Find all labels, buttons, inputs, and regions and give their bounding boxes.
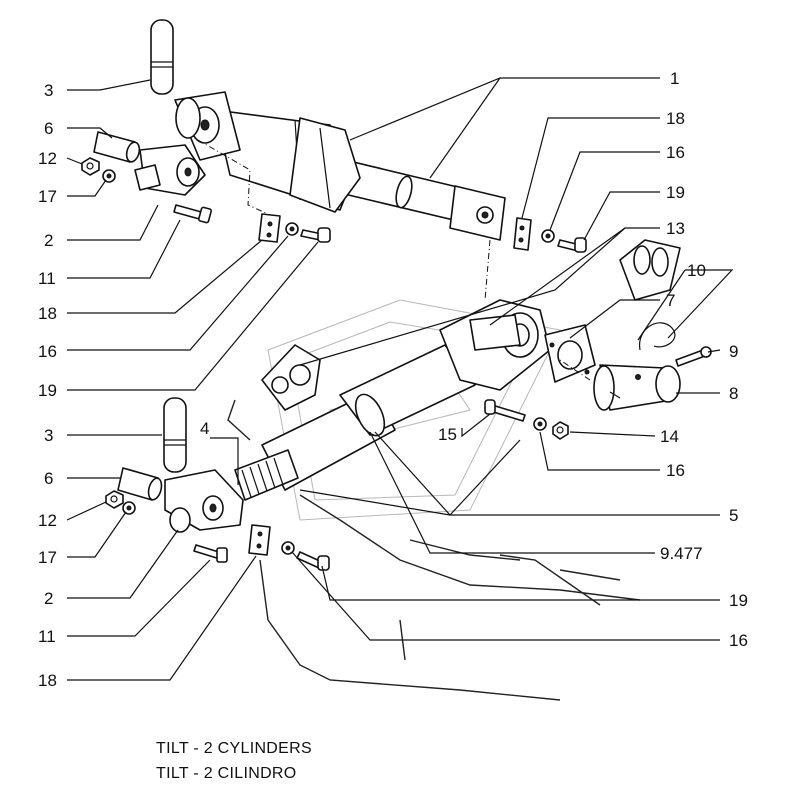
upper-plate-18 <box>258 213 281 243</box>
label-9477: 9.477 <box>660 544 703 563</box>
label-14: 14 <box>660 427 679 446</box>
label-11-upper: 11 <box>38 269 56 288</box>
lower-nut-12 <box>105 490 124 509</box>
label-19-upper: 19 <box>38 381 57 400</box>
upper-bolt-19 <box>300 227 331 243</box>
lower-washer-17 <box>122 501 136 515</box>
upper-nut-12 <box>81 157 100 176</box>
caption-italian: TILT - 2 CILINDRO <box>156 765 297 782</box>
label-6-upper: 6 <box>44 119 53 138</box>
label-18-upper: 18 <box>38 304 57 323</box>
label-16-bottom-right: 16 <box>729 631 748 650</box>
washer-16-lower <box>533 417 547 431</box>
label-3-lower: 3 <box>44 426 53 445</box>
label-16-lower-right: 16 <box>666 461 685 480</box>
lower-washer-16 <box>281 541 295 555</box>
label-1: 1 <box>670 69 679 88</box>
label-2-upper: 2 <box>44 231 53 250</box>
label-13: 13 <box>666 219 685 238</box>
lower-cylinder <box>234 299 551 501</box>
label-8: 8 <box>729 384 738 403</box>
label-17-upper: 17 <box>38 187 57 206</box>
label-5: 5 <box>729 506 738 525</box>
label-18-lower: 18 <box>38 671 57 690</box>
upper-bolt-11 <box>173 204 212 224</box>
upper-bushing-6 <box>93 131 141 163</box>
label-3-upper: 3 <box>44 81 53 100</box>
lower-plate-18 <box>248 524 271 556</box>
label-19-right: 19 <box>666 183 685 202</box>
label-19-lower-right: 19 <box>729 591 748 610</box>
upper-washer-17 <box>102 169 116 183</box>
label-12-lower: 12 <box>38 511 57 530</box>
pin-8 <box>593 364 681 411</box>
upper-clevis-2 <box>134 144 206 196</box>
lower-left-bracket <box>261 344 321 411</box>
label-11-lower: 11 <box>38 627 56 646</box>
label-15: 15 <box>438 425 457 444</box>
bolt-15 <box>484 399 526 422</box>
flange-7 <box>544 324 596 383</box>
label-18-right: 18 <box>666 109 685 128</box>
vehicle-frame <box>227 399 641 701</box>
label-9: 9 <box>729 342 738 361</box>
bracket-13 <box>619 239 681 301</box>
label-4: 4 <box>200 419 209 438</box>
lower-pin-3 <box>163 397 187 473</box>
label-10: 10 <box>687 261 706 280</box>
label-16-upper: 16 <box>38 342 57 361</box>
caption-english: TILT - 2 CYLINDERS <box>156 740 312 757</box>
leader-lines <box>66 77 734 681</box>
upper-pin-3 <box>150 19 174 95</box>
label-2-lower: 2 <box>44 589 53 608</box>
upper-cylinder <box>174 91 506 241</box>
pin-9 <box>675 346 712 367</box>
lower-bolt-11 <box>193 544 228 563</box>
label-12-upper: 12 <box>38 149 57 168</box>
lower-clevis-2 <box>164 469 244 533</box>
upper-washer-16 <box>285 222 299 236</box>
right-washer-16 <box>541 229 555 243</box>
lower-bolt-19 <box>296 551 330 571</box>
label-17-lower: 17 <box>38 548 57 567</box>
caption: TILT - 2 CYLINDERS TILT - 2 CILINDRO <box>156 740 312 782</box>
center-lines <box>197 139 591 381</box>
label-7: 7 <box>666 291 675 310</box>
label-16-right: 16 <box>666 143 685 162</box>
right-plate-18 <box>513 217 532 251</box>
nut-14 <box>552 421 569 440</box>
lower-bushing-6 <box>117 467 163 501</box>
label-6-lower: 6 <box>44 469 53 488</box>
right-bolt-19 <box>557 237 587 253</box>
part-number-labels: 3 6 12 17 2 11 18 16 19 3 4 6 12 17 2 11… <box>38 69 748 690</box>
